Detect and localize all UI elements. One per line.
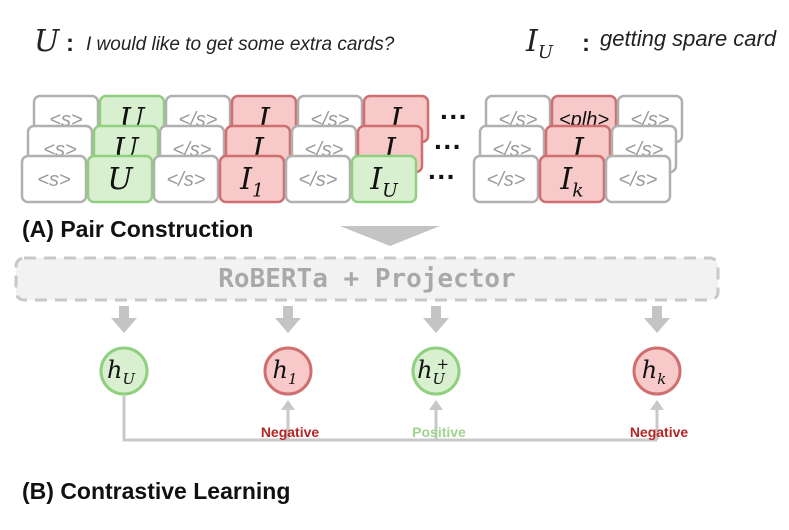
- node-hU-label: hU: [107, 356, 135, 388]
- encoder-arrow-stem-hk: [652, 306, 662, 320]
- token-r3-5: [350, 154, 418, 204]
- token-r3-tail-0-label: </s>: [487, 169, 526, 191]
- token-r3-0-label: <s>: [37, 169, 70, 191]
- connector-arrow-icon-1: [429, 400, 443, 410]
- intent-colon: :: [582, 30, 590, 57]
- token-r3-tail-0: [472, 154, 540, 204]
- token-r3-4: [284, 154, 352, 204]
- positive-label: Positive: [412, 424, 466, 440]
- token-r3-tail-1: [538, 154, 606, 204]
- token-r3-1-label: U: [107, 162, 134, 197]
- node-hk: [632, 346, 682, 396]
- node-h1-label: h1: [273, 356, 298, 388]
- down-arrow-icon: [340, 226, 440, 246]
- encoder-arrow-head-h1: [275, 318, 301, 333]
- node-h1: [263, 346, 313, 396]
- token-r3-2-label: </s>: [167, 169, 206, 191]
- utterance-text: I would like to get some extra cards?: [86, 34, 395, 55]
- utterance-variable: U: [34, 24, 60, 59]
- encoder-box: [14, 256, 720, 302]
- contrastive-connector: [122, 396, 657, 442]
- token-row-1: <s>U</s>I</s>I···</s><plh></s>: [32, 94, 684, 144]
- intent-text: getting spare card: [600, 26, 777, 51]
- encoder-arrow-stem-hUplus: [431, 306, 441, 320]
- utterance-colon: :: [66, 30, 74, 57]
- token-r3-2: [152, 154, 220, 204]
- intent-variable: IU: [526, 24, 554, 63]
- ellipsis-icon: ···: [434, 131, 462, 162]
- node-hUplus-label: hU+: [417, 355, 449, 388]
- ellipsis-icon: ···: [440, 101, 468, 132]
- encoder-arrow-stem-hU: [119, 306, 129, 320]
- encoder-arrow-stem-h1: [283, 306, 293, 320]
- node-hU: [99, 346, 149, 396]
- encoder-label: RoBERTa + Projector: [218, 264, 516, 294]
- token-r3-tail-1-label: Ik: [559, 162, 583, 202]
- section-title-contrastive-learning: (B) Contrastive Learning: [22, 478, 291, 504]
- intent-variable-subscript: U: [537, 42, 554, 63]
- connector-arrow-icon-2: [650, 400, 664, 410]
- connector-arrow-icon-0: [281, 400, 295, 410]
- token-r3-tail-2-label: </s>: [619, 169, 658, 191]
- token-r3-tail-2: [604, 154, 672, 204]
- token-r3-4-label: </s>: [299, 169, 338, 191]
- negative-label-1: Negative: [260, 424, 320, 440]
- token-r3-3-label: I1: [239, 162, 264, 202]
- encoder-arrow-head-hk: [644, 318, 670, 333]
- negative-label-2: Negative: [629, 424, 689, 440]
- encoder-arrow-head-hU: [111, 318, 137, 333]
- ellipsis-icon: ···: [428, 161, 456, 192]
- node-hk-label: hk: [642, 356, 666, 388]
- encoder-arrow-head-hUplus: [423, 318, 449, 333]
- node-hUplus: [411, 346, 461, 396]
- token-r3-0: [20, 154, 88, 204]
- token-r3-5-label: IU: [369, 162, 399, 202]
- section-title-pair-construction: (A) Pair Construction: [22, 216, 254, 242]
- token-r3-3: [218, 154, 286, 204]
- token-row-3: <s> U </s> I1 </s> IU ··· </s> Ik </s>: [20, 154, 672, 204]
- token-r3-1: [86, 154, 154, 204]
